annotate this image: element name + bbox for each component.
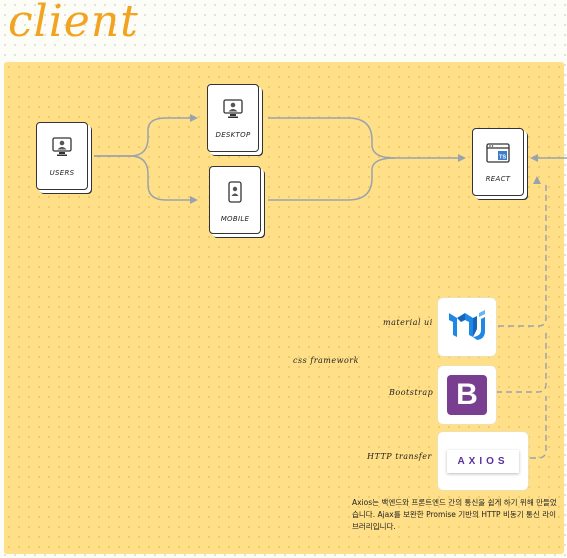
mobile-node[interactable]: MOBILE: [209, 166, 261, 234]
axios-logo-box[interactable]: AXIOS: [438, 432, 528, 490]
monitor-user-icon: [52, 137, 72, 161]
browser-ts-icon: TS: [486, 143, 510, 167]
bootstrap-icon: B: [447, 375, 487, 415]
axios-wordmark: AXIOS: [447, 449, 519, 473]
desktop-label: DESKTOP: [215, 131, 251, 139]
desktop-user-icon: [223, 99, 243, 123]
material-ui-icon: [447, 309, 487, 345]
mobile-user-icon: [225, 181, 245, 207]
bootstrap-logo-box[interactable]: B: [438, 366, 496, 424]
material-ui-label: material ui: [383, 318, 433, 327]
client-title: client: [8, 0, 139, 47]
react-label: REACT: [485, 175, 511, 183]
react-node[interactable]: TS REACT: [472, 128, 524, 196]
axios-description: Axios는 백엔드와 프론트엔드 간의 통신을 쉽게 하기 위해 만들었습니다…: [352, 498, 557, 531]
http-transfer-label: HTTP transfer: [367, 452, 432, 461]
mobile-label: MOBILE: [220, 215, 250, 223]
css-framework-label: css framework: [293, 356, 359, 365]
ts-badge: TS: [499, 155, 506, 161]
desktop-node[interactable]: DESKTOP: [207, 84, 259, 152]
material-ui-logo-box[interactable]: [438, 298, 496, 356]
bootstrap-label: Bootstrap: [389, 388, 434, 397]
users-node[interactable]: USERS: [36, 122, 88, 190]
users-label: USERS: [49, 169, 75, 177]
